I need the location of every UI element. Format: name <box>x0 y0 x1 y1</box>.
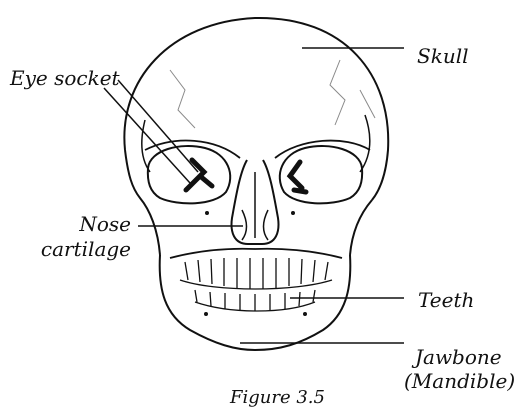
cranium-outline <box>124 18 388 200</box>
label-nose-line1: Nose <box>59 212 131 236</box>
figure-caption: Figure 3.5 <box>230 386 325 410</box>
eye-socket-leader-2 <box>118 80 198 172</box>
teeth-lower <box>195 290 315 311</box>
right-cheek-outline <box>350 200 372 255</box>
skull-diagram: Eye socket Skull Nose cartilage Teeth Ja… <box>0 0 524 398</box>
label-mandible: (Mandible) <box>404 369 515 393</box>
label-nose-line2: cartilage <box>22 237 131 261</box>
label-eye-socket: Eye socket <box>10 66 120 90</box>
label-skull: Skull <box>417 44 469 68</box>
upper-jaw <box>170 249 342 258</box>
left-eye-socket <box>148 146 230 203</box>
label-jawbone: Jawbone <box>415 345 502 369</box>
suture-lines <box>170 60 375 128</box>
teeth-upper <box>180 258 332 289</box>
label-teeth: Teeth <box>418 288 474 312</box>
